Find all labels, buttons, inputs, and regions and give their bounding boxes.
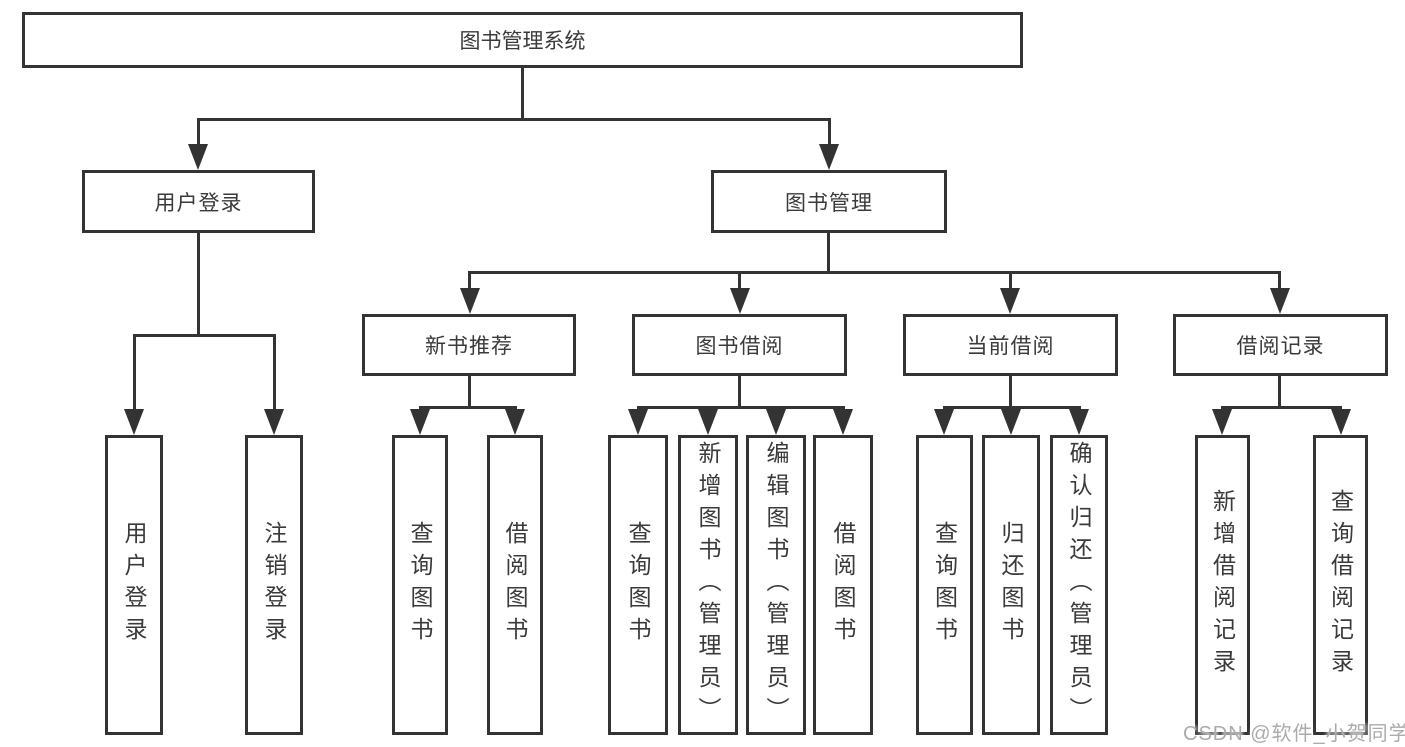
leaf-confirm-return-admin-label: 确认归还（管理员） xyxy=(1066,441,1092,729)
node-book-management: 图书管理 xyxy=(711,170,947,233)
leaf-borrow-books-recommend: 借阅图书 xyxy=(487,435,543,735)
arrowhead-down-icon xyxy=(1000,288,1020,314)
connector-bar xyxy=(133,334,276,337)
arrowhead-down-icon xyxy=(1212,409,1232,435)
leaf-logout: 注销登录 xyxy=(245,435,303,735)
connector-bar xyxy=(419,406,517,409)
arrowhead-down-icon xyxy=(505,409,525,435)
leaf-borrow-books-recommend-label: 借阅图书 xyxy=(502,521,528,649)
node-root-label: 图书管理系统 xyxy=(459,30,586,53)
leaf-query-books-recommend-label: 查询图书 xyxy=(407,521,433,649)
leaf-query-borrow-record-label: 查询借阅记录 xyxy=(1327,489,1354,681)
leaf-query-borrow-record: 查询借阅记录 xyxy=(1313,435,1368,735)
arrowhead-down-icon xyxy=(819,144,839,170)
node-book-management-label: 图书管理 xyxy=(785,191,873,215)
leaf-edit-books-admin-label: 编辑图书（管理员） xyxy=(763,441,789,729)
connector-bar xyxy=(197,118,831,121)
node-new-book-recommendation: 新书推荐 xyxy=(362,314,576,376)
connector-stem xyxy=(827,233,830,274)
node-book-borrowing: 图书借阅 xyxy=(632,314,847,376)
arrowhead-down-icon xyxy=(1270,288,1290,314)
arrowhead-down-icon xyxy=(188,144,208,170)
node-book-borrowing-label: 图书借阅 xyxy=(695,335,784,358)
leaf-return-books: 归还图书 xyxy=(982,435,1040,735)
connector-stem xyxy=(738,376,741,409)
connector-stem xyxy=(197,233,200,337)
arrowhead-down-icon xyxy=(410,409,430,435)
arrowhead-down-icon xyxy=(264,409,284,435)
leaf-add-books-admin-label: 新增图书（管理员） xyxy=(695,441,721,729)
node-user-login: 用户登录 xyxy=(82,170,315,233)
leaf-add-borrow-record: 新增借阅记录 xyxy=(1195,435,1250,735)
connector-arm xyxy=(273,334,276,412)
leaf-logout-label: 注销登录 xyxy=(261,521,287,649)
connector-stem xyxy=(1009,376,1012,409)
arrowhead-down-icon xyxy=(730,288,750,314)
connector-stem xyxy=(468,376,471,409)
leaf-add-books-admin: 新增图书（管理员） xyxy=(678,435,738,735)
node-borrowing-records-label: 借阅记录 xyxy=(1236,335,1325,358)
connector-arm xyxy=(828,118,831,146)
leaf-query-books-recommend: 查询图书 xyxy=(392,435,448,735)
arrowhead-down-icon xyxy=(833,409,853,435)
connector-arm xyxy=(738,271,741,291)
connector-stem xyxy=(1278,376,1281,409)
connector-bar xyxy=(943,406,1081,409)
leaf-query-books-borrowing: 查询图书 xyxy=(608,435,668,735)
node-root: 图书管理系统 xyxy=(22,12,1023,68)
leaf-borrow-books-borrowing: 借阅图书 xyxy=(813,435,873,735)
arrowhead-down-icon xyxy=(1069,409,1089,435)
csdn-watermark: CSDN @软件_小贺同学 xyxy=(1183,723,1405,745)
leaf-edit-books-admin: 编辑图书（管理员） xyxy=(746,435,806,735)
leaf-confirm-return-admin: 确认归还（管理员） xyxy=(1050,435,1108,735)
leaf-query-books-current-label: 查询图书 xyxy=(931,521,958,649)
node-current-borrowing: 当前借阅 xyxy=(903,314,1118,376)
node-user-login-label: 用户登录 xyxy=(154,191,243,215)
leaf-user-login-label: 用户登录 xyxy=(121,521,147,649)
connector-arm xyxy=(133,334,136,412)
leaf-query-books-borrowing-label: 查询图书 xyxy=(625,521,651,649)
arrowhead-down-icon xyxy=(1331,409,1351,435)
arrowhead-down-icon xyxy=(1001,409,1021,435)
connector-stem xyxy=(521,66,524,120)
arrowhead-down-icon xyxy=(124,409,144,435)
leaf-add-borrow-record-label: 新增借阅记录 xyxy=(1209,489,1236,681)
connector-arm xyxy=(1278,271,1281,291)
connector-arm xyxy=(197,118,200,146)
node-new-book-recommendation-label: 新书推荐 xyxy=(425,335,513,358)
connector-arm xyxy=(1009,271,1012,291)
node-current-borrowing-label: 当前借阅 xyxy=(966,335,1055,358)
connector-bar xyxy=(468,271,1281,274)
connector-arm xyxy=(468,271,471,291)
arrowhead-down-icon xyxy=(934,409,954,435)
connector-bar xyxy=(1221,406,1342,409)
arrowhead-down-icon xyxy=(698,409,718,435)
leaf-query-books-current: 查询图书 xyxy=(916,435,973,735)
leaf-return-books-label: 归还图书 xyxy=(998,521,1024,649)
leaf-user-login: 用户登录 xyxy=(105,435,163,735)
arrowhead-down-icon xyxy=(766,409,786,435)
arrowhead-down-icon xyxy=(628,409,648,435)
connector-bar xyxy=(637,406,845,409)
arrowhead-down-icon xyxy=(460,288,480,314)
node-borrowing-records: 借阅记录 xyxy=(1173,314,1388,376)
leaf-borrow-books-borrowing-label: 借阅图书 xyxy=(830,521,856,649)
